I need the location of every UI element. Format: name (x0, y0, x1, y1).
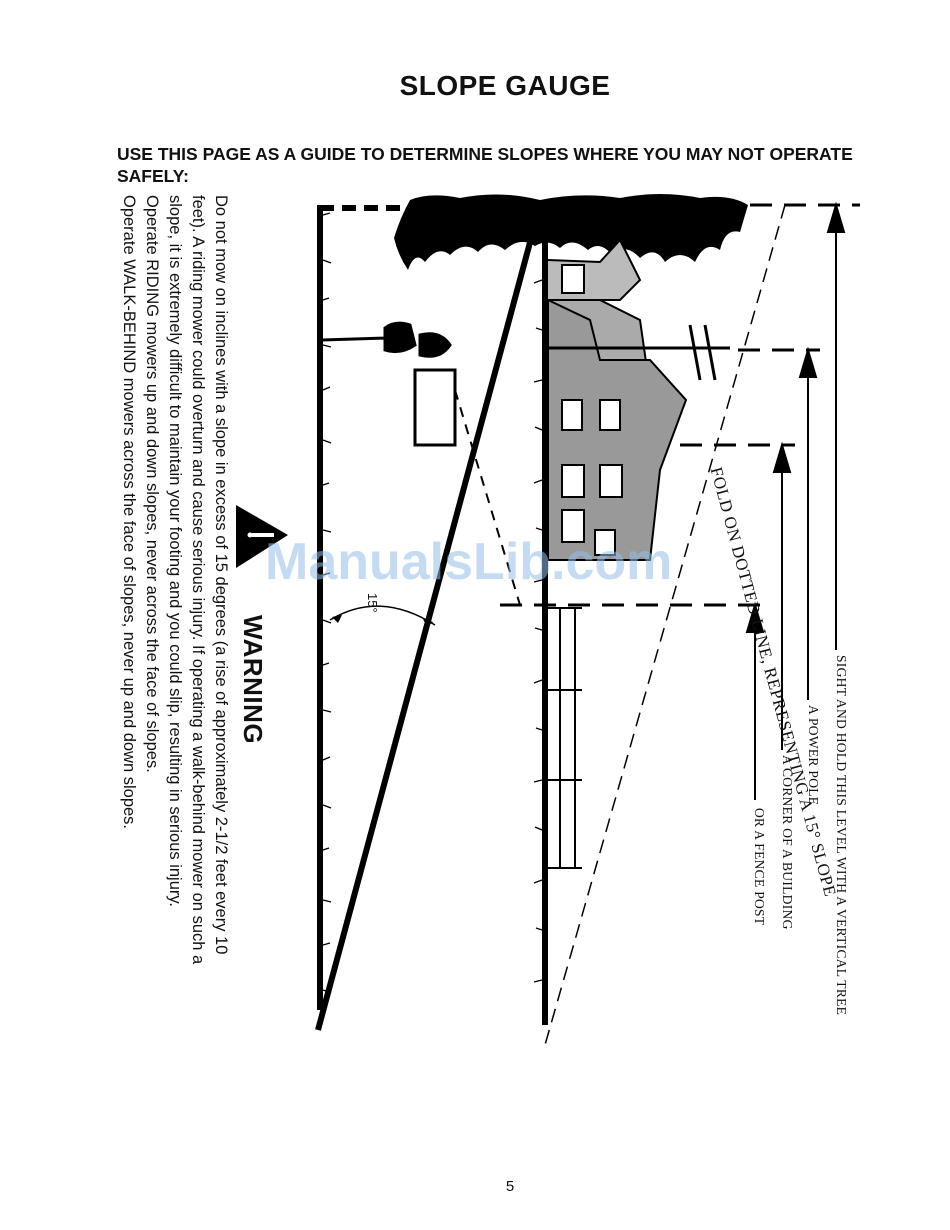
house (547, 238, 688, 561)
intro-instruction: USE THIS PAGE AS A GUIDE TO DETERMINE SL… (117, 144, 853, 186)
warning-line: Operate WALK-BEHIND mowers across the fa… (120, 195, 138, 830)
angle-arrow-right (423, 619, 433, 627)
angle-arc (329, 605, 436, 626)
angle-label: 15° (365, 593, 380, 613)
page-title: SLOPE GAUGE (399, 70, 611, 101)
fold-dotted-line (544, 204, 786, 1046)
page-number: 5 (505, 1178, 515, 1195)
angle-arrow-left (332, 615, 342, 623)
warning-line: slope, it is extremely difficult to main… (166, 195, 184, 907)
tree-silhouette (394, 194, 748, 270)
warning-line: feet). A riding mower could overturn and… (189, 195, 207, 965)
warning-triangle-icon (236, 505, 288, 568)
watermark: ManualsLib.com (265, 533, 673, 591)
warning-line: Do not mow on inclines with a slope in e… (212, 195, 230, 955)
sight-label-building: A CORNER OF A BUILDING (780, 755, 795, 930)
sight-arrows (745, 201, 846, 800)
warning-line: Operate RIDING mowers up and down slopes… (143, 195, 161, 773)
sight-label-fence: OR A FENCE POST (752, 808, 767, 926)
sight-label-tree: SIGHT AND HOLD THIS LEVEL WITH A VERTICA… (834, 655, 849, 1016)
warning-title: WARNING (238, 615, 268, 745)
sight-label-pole: A POWER POLE (806, 705, 821, 806)
fence (548, 607, 582, 869)
grass-left (322, 212, 332, 994)
fold-dotted-inner (454, 389, 521, 606)
slope-line (315, 234, 535, 1031)
person-on-mower (321, 321, 457, 447)
warning-body: Do not mow on inclines with a slope in e… (117, 195, 232, 1075)
power-pole (548, 324, 730, 381)
